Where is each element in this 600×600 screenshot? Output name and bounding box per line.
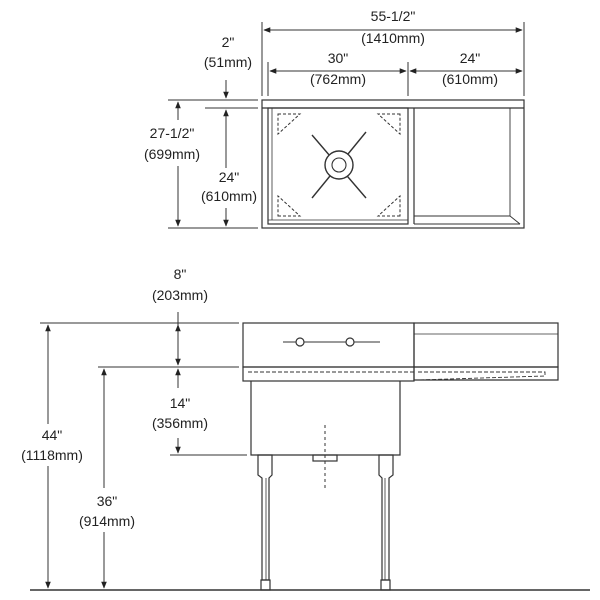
front-drainboard-backsplash (413, 322, 559, 368)
front-drainboard-edge (413, 366, 559, 381)
backsplash-height-metric: (203mm) (152, 287, 208, 303)
top-view (261, 99, 525, 229)
faucet-hole-right (345, 337, 355, 347)
drainboard-width-metric: (610mm) (442, 71, 498, 87)
top-view-outline (261, 99, 525, 229)
overall-height-metric: (1118mm) (21, 447, 83, 463)
backsplash-depth-imperial: 2" (222, 34, 235, 50)
front-view (30, 322, 590, 591)
front-view-dimensions (40, 312, 247, 589)
top-drain (311, 131, 367, 199)
overall-width-metric: (1410mm) (361, 30, 425, 46)
overall-depth-imperial: 27-1/2" (150, 125, 195, 141)
bowl-height-imperial: 14" (170, 395, 191, 411)
faucet-hole-left (295, 337, 305, 347)
top-bowl-outline (267, 107, 409, 225)
overall-depth-metric: (699mm) (144, 146, 200, 162)
overall-height-imperial: 44" (42, 427, 63, 443)
front-backsplash-panel (242, 322, 415, 368)
bowl-depth-imperial: 24" (219, 169, 240, 185)
bowl-depth-metric: (610mm) (201, 188, 257, 204)
top-view-dimensions (168, 22, 525, 229)
bowl-height-metric: (356mm) (152, 415, 208, 431)
overall-width-imperial: 55-1/2" (371, 8, 416, 24)
backsplash-depth-metric: (51mm) (204, 54, 252, 70)
drainboard-width-imperial: 24" (460, 50, 481, 66)
front-rim (242, 366, 415, 382)
work-height-metric: (914mm) (79, 513, 135, 529)
bowl-width-metric: (762mm) (310, 71, 366, 87)
bowl-width-imperial: 30" (328, 50, 349, 66)
work-height-imperial: 36" (97, 493, 118, 509)
front-legs (257, 454, 394, 591)
top-bowl-corners (277, 113, 401, 217)
backsplash-height-imperial: 8" (174, 266, 187, 282)
